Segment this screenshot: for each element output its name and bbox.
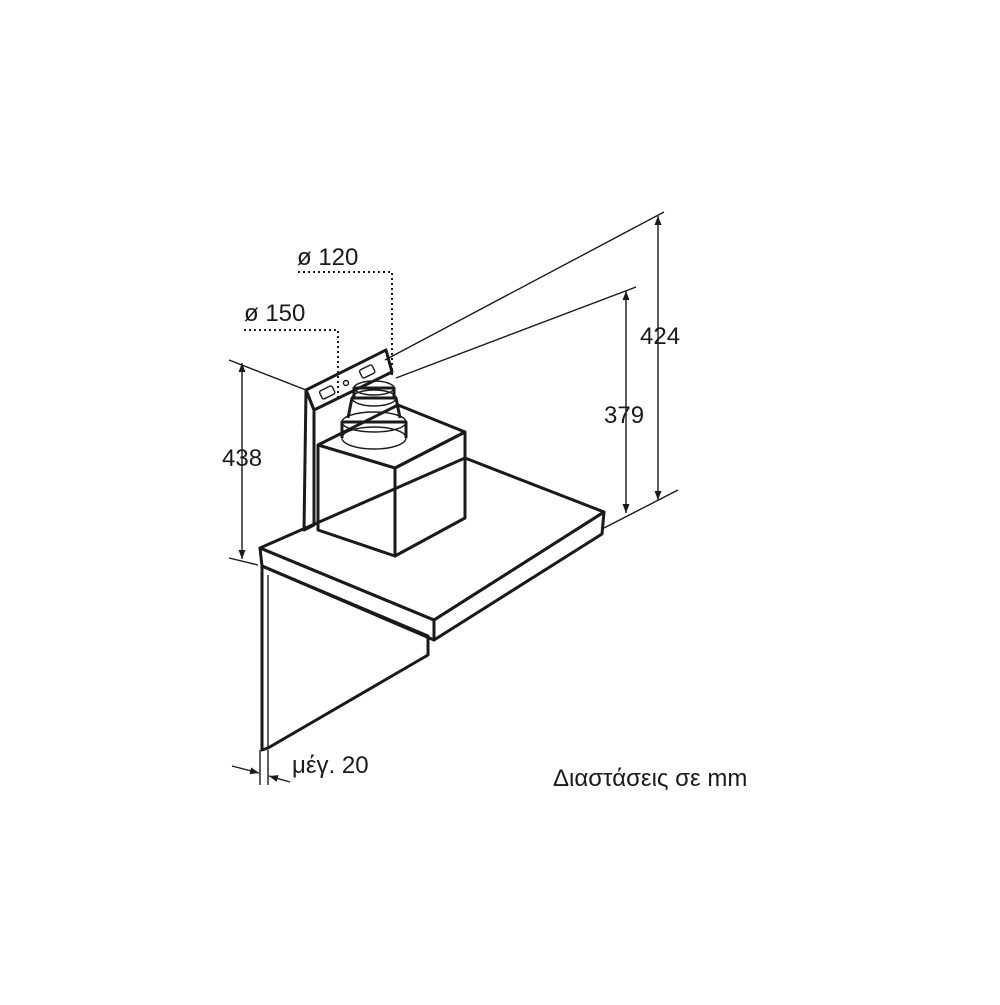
diameter-leaders xyxy=(244,271,393,400)
dimension-arrows xyxy=(231,216,662,783)
label-height-438: 438 xyxy=(222,445,263,472)
bracket-slot-left xyxy=(318,385,336,400)
units-note: Διαστάσεις σε mm xyxy=(553,765,748,792)
wall-side-panel xyxy=(260,564,430,752)
bracket-screw-hole xyxy=(342,379,350,387)
extension-lines xyxy=(228,211,679,785)
label-diameter-120: ø 120 xyxy=(297,244,359,271)
label-height-424: 424 xyxy=(640,323,681,350)
hood-canopy xyxy=(258,456,606,642)
dim-arrow-gap-right xyxy=(268,775,291,783)
leader-dia-120 xyxy=(298,271,393,378)
bracket-slot-right xyxy=(358,364,376,379)
label-diameter-150: ø 150 xyxy=(244,300,306,327)
dim-arrow-gap-left xyxy=(231,765,260,775)
label-height-379: 379 xyxy=(604,402,645,429)
motor-housing xyxy=(316,403,467,558)
leader-dia-150 xyxy=(244,329,339,400)
label-gap-max: μέγ. 20 xyxy=(292,752,369,779)
exhaust-outlet xyxy=(340,380,408,450)
